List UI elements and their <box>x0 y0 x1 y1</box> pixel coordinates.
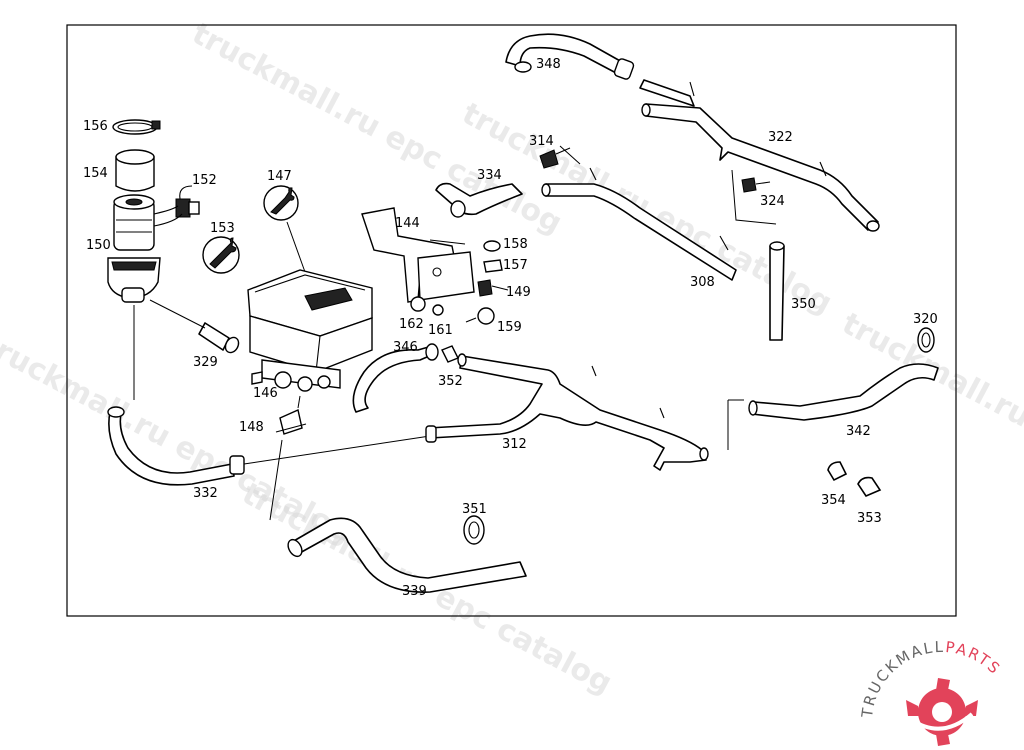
label-350: 350 <box>791 297 816 312</box>
label-150: 150 <box>86 238 111 253</box>
clip-354[interactable] <box>827 461 848 482</box>
washer-161[interactable] <box>432 304 444 316</box>
nut-162[interactable] <box>410 296 426 312</box>
screw-159[interactable] <box>465 307 495 325</box>
label-148: 148 <box>239 420 264 435</box>
ring-351[interactable] <box>463 515 485 545</box>
diagram-frame <box>66 24 957 617</box>
label-161: 161 <box>428 323 453 338</box>
label-320: 320 <box>913 312 938 327</box>
fitting-352[interactable] <box>441 345 459 363</box>
label-158: 158 <box>503 237 528 252</box>
label-146: 146 <box>253 386 278 401</box>
hose-334[interactable] <box>435 182 523 218</box>
screw-324[interactable] <box>741 177 771 193</box>
label-152: 152 <box>192 173 217 188</box>
label-351: 351 <box>462 502 487 517</box>
pipe-308[interactable] <box>541 167 737 281</box>
label-154: 154 <box>83 166 108 181</box>
label-354: 354 <box>821 493 846 508</box>
label-144: 144 <box>395 216 420 231</box>
clip-353[interactable] <box>857 476 882 497</box>
label-334: 334 <box>477 168 502 183</box>
sleeve-154[interactable] <box>115 149 155 192</box>
label-149: 149 <box>506 285 531 300</box>
tool-symbol-153 <box>202 236 240 274</box>
label-147: 147 <box>267 169 292 184</box>
pipe-322[interactable] <box>639 79 880 232</box>
washer-158[interactable] <box>483 240 501 252</box>
label-324: 324 <box>760 194 785 209</box>
brand-name-suffix: PARTS <box>945 638 1005 679</box>
label-153: 153 <box>210 221 235 236</box>
label-352: 352 <box>438 374 463 389</box>
label-332: 332 <box>193 486 218 501</box>
connector-148[interactable] <box>275 409 307 435</box>
label-346: 346 <box>393 340 418 355</box>
label-162: 162 <box>399 317 424 332</box>
label-322: 322 <box>768 130 793 145</box>
bolt-314[interactable] <box>539 147 571 169</box>
bracket-144[interactable] <box>361 207 475 303</box>
clamp-156[interactable] <box>112 119 161 135</box>
label-339: 339 <box>402 584 427 599</box>
label-157: 157 <box>503 258 528 273</box>
hose-350[interactable] <box>769 241 785 341</box>
pump-150[interactable] <box>107 194 183 303</box>
label-312: 312 <box>502 437 527 452</box>
label-308: 308 <box>690 275 715 290</box>
tool-symbol-147 <box>263 185 299 221</box>
label-342: 342 <box>846 424 871 439</box>
label-348: 348 <box>536 57 561 72</box>
brand-logo: TRUCKMALLPARTS <box>858 638 1005 746</box>
hose-339[interactable] <box>285 517 527 593</box>
nut-157[interactable] <box>483 259 503 273</box>
hose-348[interactable] <box>505 33 635 80</box>
watermark-layer: truckmall.ru epc catalog truckmall.ru ep… <box>0 16 1024 701</box>
hose-332[interactable] <box>107 406 245 486</box>
hose-342[interactable] <box>748 363 939 421</box>
gear-icon <box>906 678 978 746</box>
connector-152[interactable] <box>175 185 200 218</box>
hose-329[interactable] <box>198 322 241 355</box>
label-329: 329 <box>193 355 218 370</box>
control-unit-146[interactable] <box>247 269 373 392</box>
ring-320[interactable] <box>917 327 935 353</box>
label-353: 353 <box>857 511 882 526</box>
bolt-149[interactable] <box>477 279 509 297</box>
part-labels: 156 154 152 150 153 147 144 158 157 149 … <box>83 57 938 599</box>
label-156: 156 <box>83 119 108 134</box>
label-159: 159 <box>497 320 522 335</box>
label-314: 314 <box>529 134 554 149</box>
hose-346[interactable] <box>352 343 439 413</box>
pipe-312[interactable] <box>425 353 709 471</box>
